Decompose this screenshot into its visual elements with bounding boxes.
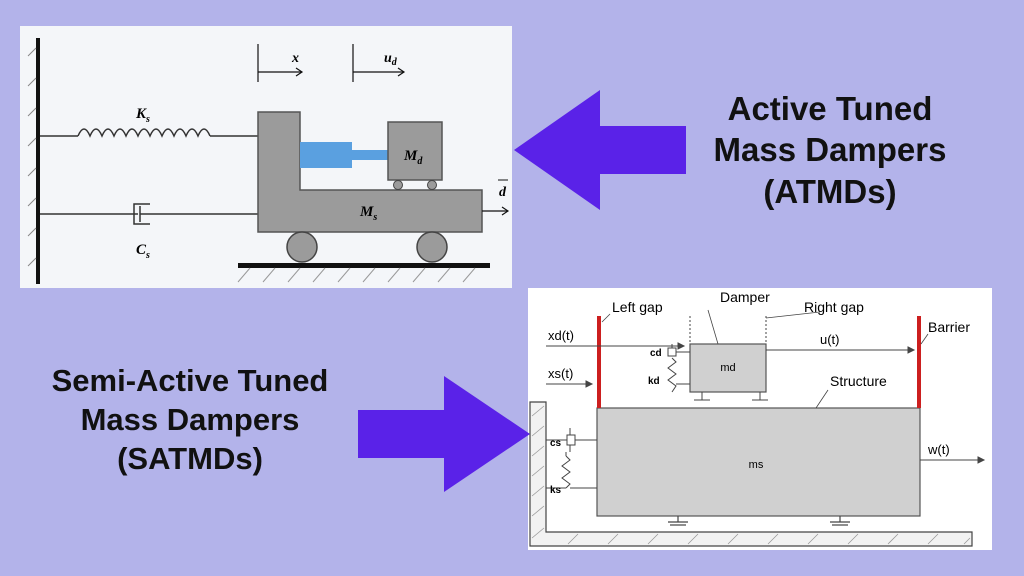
atmd-x-arrow — [257, 44, 304, 82]
atmd-ms-label: Ms — [359, 204, 377, 223]
satmd-left-gap-label: Left gap — [612, 299, 663, 315]
satmd-caption-line: Mass Dampers — [80, 401, 300, 437]
satmd-kd-label: kd — [648, 376, 660, 387]
satmd-ks-spring — [546, 452, 597, 489]
satmd-diagram: ms cs ks md — [528, 288, 992, 550]
atmd-caption-line: (ATMDs) — [763, 172, 897, 210]
satmd-barrier-label: Barrier — [928, 319, 970, 335]
satmd-xd-label: xd(t) — [548, 328, 574, 343]
atmd-ud-label: ud — [384, 51, 398, 68]
atmd-ground-hatching — [237, 267, 476, 283]
satmd-ut-label: u(t) — [820, 332, 840, 347]
atmd-caption: Active Tuned Mass Dampers (ATMDs) — [680, 88, 980, 212]
atmd-pointer-arrow — [514, 90, 686, 210]
atmd-ground — [238, 263, 490, 268]
atmd-spring-ks — [40, 128, 258, 138]
satmd-xd-arrow — [546, 342, 686, 350]
atmd-ud-arrow — [352, 44, 406, 82]
satmd-wt-label: w(t) — [927, 442, 950, 457]
satmd-damper-mass — [689, 343, 767, 393]
satmd-xs-label: xs(t) — [548, 366, 573, 381]
atmd-caption-line: Active Tuned — [727, 90, 933, 127]
satmd-damper-supports — [694, 392, 768, 401]
satmd-cd-damper — [667, 344, 690, 357]
satmd-damper-label: Damper — [720, 289, 770, 305]
satmd-ks-label: ks — [550, 485, 562, 496]
satmd-leader-lines — [601, 309, 929, 409]
satmd-caption-line: (SATMDs) — [117, 440, 263, 476]
atmd-d-arrow — [482, 206, 510, 216]
atmd-damper-cs — [40, 203, 258, 225]
atmd-d-label: d — [499, 185, 507, 200]
satmd-cs-damper — [546, 428, 597, 452]
atmd-wheel — [286, 231, 318, 263]
atmd-diagram: Ks Cs Ms Md — [20, 26, 512, 288]
satmd-caption: Semi-Active Tuned Mass Dampers (SATMDs) — [0, 362, 380, 478]
satmd-ut-arrow — [766, 346, 916, 354]
atmd-schematic: Ks Cs Ms Md — [27, 38, 510, 284]
atmd-wall-hatching — [27, 47, 37, 267]
satmd-caption-line: Semi-Active Tuned — [51, 363, 329, 398]
satmd-structure-supports — [668, 516, 850, 526]
atmd-actuator-rod — [352, 150, 388, 160]
atmd-small-wheel — [393, 180, 403, 190]
satmd-cs-label: cs — [550, 438, 562, 449]
satmd-cd-label: cd — [650, 348, 662, 359]
satmd-ground — [529, 401, 973, 547]
satmd-pointer-arrow — [358, 376, 530, 492]
atmd-actuator — [300, 142, 352, 168]
satmd-schematic: ms cs ks md — [529, 289, 986, 547]
satmd-kd-spring — [667, 357, 690, 393]
atmd-small-wheel — [427, 180, 437, 190]
atmd-wheel — [416, 231, 448, 263]
satmd-right-gap-label: Right gap — [804, 299, 864, 315]
satmd-main-structure — [596, 407, 921, 517]
satmd-left-barrier — [597, 316, 601, 408]
atmd-cs-label: Cs — [136, 242, 150, 261]
satmd-wt-arrow — [920, 456, 986, 464]
satmd-ground-hatching — [531, 405, 971, 545]
atmd-md-label: Md — [403, 148, 423, 167]
satmd-gap-markers — [689, 316, 767, 344]
satmd-right-barrier — [917, 316, 921, 408]
satmd-ms-label: ms — [749, 459, 764, 471]
atmd-ks-label: Ks — [135, 106, 150, 125]
satmd-structure-label: Structure — [830, 373, 887, 389]
atmd-main-mass — [257, 111, 483, 233]
satmd-xs-arrow — [546, 380, 594, 388]
atmd-x-label: x — [291, 51, 299, 66]
atmd-caption-line: Mass Dampers — [713, 131, 947, 169]
atmd-damper-mass — [387, 121, 443, 181]
satmd-md-label: md — [720, 362, 735, 374]
